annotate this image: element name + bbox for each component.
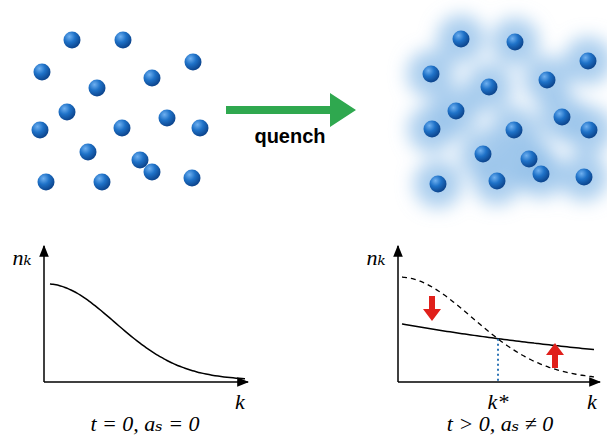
atom (533, 166, 550, 183)
decrease-arrow (423, 296, 441, 321)
axis-label: nₖ (366, 246, 385, 270)
curves (50, 277, 594, 381)
atom (475, 146, 492, 163)
halo (491, 18, 539, 66)
halo (517, 150, 565, 198)
atom (185, 54, 202, 71)
axis (397, 246, 399, 382)
atom (481, 79, 498, 96)
halo (414, 160, 462, 208)
particles (32, 32, 209, 191)
quenched-distribution (402, 324, 594, 350)
atom (32, 122, 49, 139)
axis-label: k* (488, 390, 509, 414)
atom (34, 64, 51, 81)
initial-distribution (402, 277, 594, 377)
atom (430, 176, 447, 193)
atom (580, 53, 597, 70)
atom (38, 174, 55, 191)
atom (89, 80, 106, 97)
condition-label: t = 0, aₛ = 0 (90, 412, 199, 436)
axis-label: k (587, 390, 597, 414)
atom (423, 66, 440, 83)
interaction-cloud (407, 15, 607, 208)
atom (159, 110, 176, 127)
atom (521, 151, 538, 168)
atom (424, 121, 441, 138)
atom (576, 169, 593, 186)
atom (115, 32, 132, 49)
atom (448, 103, 465, 120)
atom (184, 170, 201, 187)
halo (560, 153, 607, 201)
atom (132, 152, 149, 169)
axis (398, 381, 600, 383)
axis (44, 381, 248, 383)
increase-arrow (546, 343, 564, 368)
atom (144, 70, 161, 87)
atom (64, 32, 81, 49)
atom (507, 34, 524, 51)
atom (581, 122, 598, 139)
halo (565, 106, 607, 154)
atom (94, 174, 111, 191)
atom (489, 173, 506, 190)
atom (506, 122, 523, 139)
quench-arrow (226, 93, 356, 127)
condition-label: t > 0, aₛ ≠ 0 (447, 412, 553, 436)
atom (59, 104, 76, 121)
atom (554, 109, 571, 126)
crossing-marker (497, 339, 499, 381)
halo (473, 157, 521, 205)
atom (144, 164, 161, 181)
axis-label: nₖ (12, 246, 31, 270)
axis-label: k (235, 390, 245, 414)
particles (423, 31, 598, 193)
process-label: quench (254, 125, 325, 147)
atom (539, 72, 556, 89)
atom (192, 120, 209, 137)
atom (453, 31, 470, 48)
axis (43, 246, 45, 382)
atom (80, 144, 97, 161)
atom (114, 120, 131, 137)
initial-distribution (50, 284, 245, 379)
